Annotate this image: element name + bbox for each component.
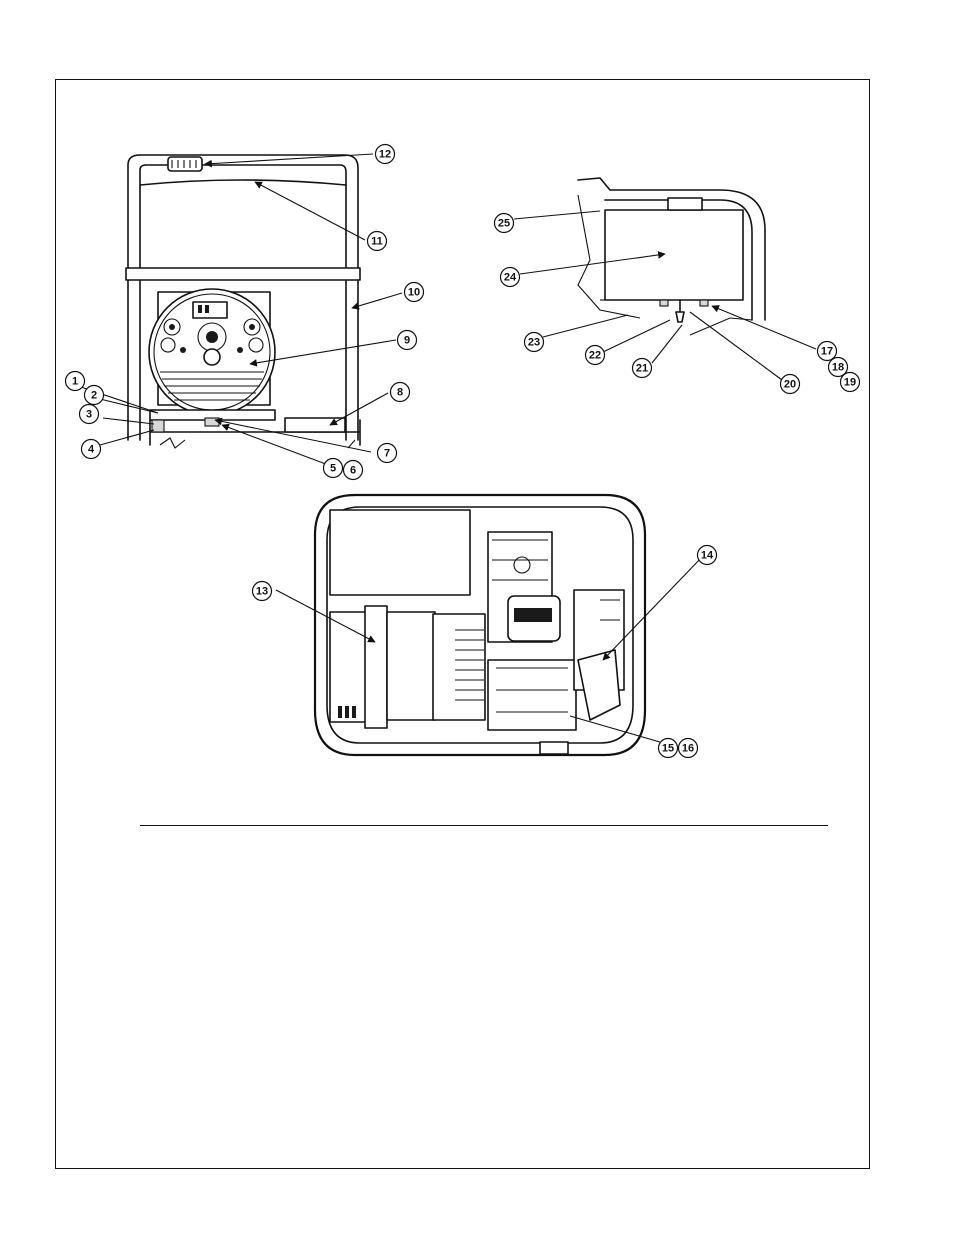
callout-15: 15 — [657, 737, 679, 759]
callout-circle — [827, 356, 849, 378]
callout-number: 3 — [86, 409, 92, 421]
callout-21: 21 — [631, 357, 653, 379]
callout-number: 2 — [91, 390, 97, 402]
callout-25: 25 — [493, 212, 515, 234]
callout-number: 12 — [379, 149, 391, 161]
callout-circle — [403, 281, 425, 303]
callout-22: 22 — [584, 344, 606, 366]
front-view — [125, 154, 361, 449]
callout-number: 21 — [636, 363, 648, 375]
callout-9: 9 — [396, 329, 418, 351]
callout-number: 5 — [330, 463, 336, 475]
callout-number: 15 — [662, 743, 674, 755]
callout-number: 1 — [72, 376, 78, 388]
callout-11: 11 — [366, 230, 388, 252]
callout-14: 14 — [696, 544, 718, 566]
fuel-tank-detail — [577, 177, 766, 336]
callout-circle — [78, 403, 100, 425]
callout-16: 16 — [677, 737, 699, 759]
callout-circle — [493, 212, 515, 234]
callout-number: 13 — [256, 586, 268, 598]
callout-1: 1 — [64, 370, 86, 392]
callout-circle — [374, 143, 396, 165]
callout-number: 23 — [528, 337, 540, 349]
callout-number: 24 — [504, 272, 517, 284]
callout-number: 17 — [821, 346, 833, 358]
callout-circle — [816, 340, 838, 362]
callout-13: 13 — [251, 580, 273, 602]
callout-19: 19 — [839, 371, 861, 393]
callout-12: 12 — [374, 143, 396, 165]
callout-5: 5 — [322, 457, 344, 479]
callout-circle — [64, 370, 86, 392]
callout-6: 6 — [342, 459, 364, 481]
callout-number: 14 — [701, 550, 714, 562]
callout-number: 10 — [408, 287, 420, 299]
side-view — [313, 493, 647, 757]
callout-number: 11 — [371, 236, 383, 248]
callout-2: 2 — [83, 384, 105, 406]
callout-4: 4 — [80, 438, 102, 460]
fuel-cap-icon — [167, 156, 203, 172]
page-frame — [55, 79, 870, 1169]
callout-17: 17 — [816, 340, 838, 362]
callout-circle — [779, 373, 801, 395]
callout-circle — [631, 357, 653, 379]
callout-10: 10 — [403, 281, 425, 303]
callout-circle — [342, 459, 364, 481]
callout-number: 25 — [498, 218, 510, 230]
callout-circle — [83, 384, 105, 406]
callout-number: 22 — [589, 350, 601, 362]
callout-24: 24 — [499, 266, 521, 288]
callout-number: 6 — [350, 465, 356, 477]
callout-23: 23 — [523, 331, 545, 353]
callout-circle — [396, 329, 418, 351]
leader-lines — [80, 153, 817, 743]
callout-number: 18 — [832, 362, 844, 374]
callout-20: 20 — [779, 373, 801, 395]
callout-circle — [376, 442, 398, 464]
fuel-tank-body — [604, 209, 744, 301]
callout-18: 18 — [827, 356, 849, 378]
callout-number: 9 — [404, 335, 410, 347]
callout-3: 3 — [78, 403, 100, 425]
callout-8: 8 — [389, 381, 411, 403]
callout-circle — [389, 381, 411, 403]
callout-number: 7 — [384, 448, 390, 460]
callout-circle — [657, 737, 679, 759]
callout-circle — [251, 580, 273, 602]
callout-number: 8 — [397, 387, 403, 399]
callout-circle — [584, 344, 606, 366]
callout-circle — [80, 438, 102, 460]
callout-circle — [322, 457, 344, 479]
callout-circle — [499, 266, 521, 288]
callout-number: 16 — [682, 743, 694, 755]
callout-circle — [696, 544, 718, 566]
callout-circle — [523, 331, 545, 353]
callout-circle — [366, 230, 388, 252]
callout-circle — [839, 371, 861, 393]
figure-divider-rule — [140, 825, 828, 826]
callout-number: 19 — [844, 377, 856, 389]
callout-7: 7 — [376, 442, 398, 464]
callout-circle — [677, 737, 699, 759]
callout-number: 4 — [88, 444, 95, 456]
callout-number: 20 — [784, 379, 796, 391]
